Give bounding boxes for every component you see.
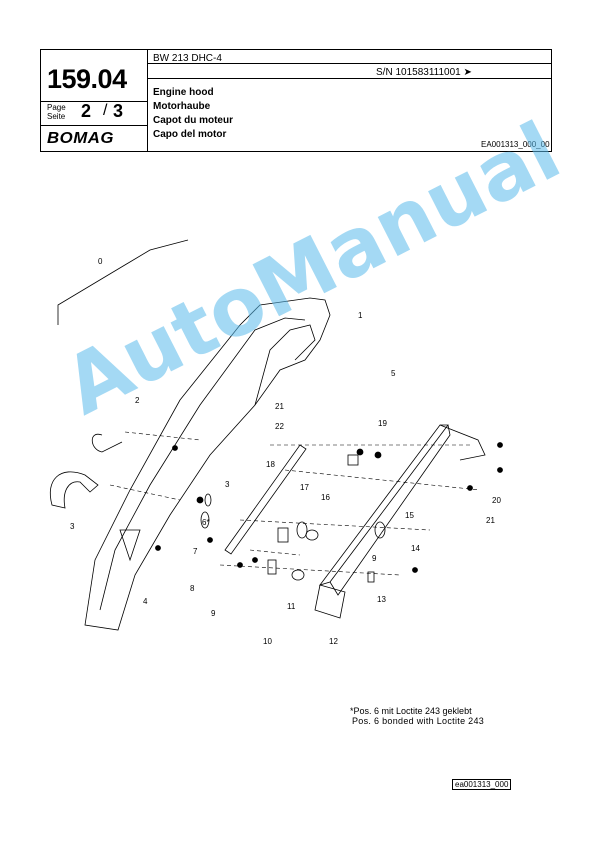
callout-18: 18 [266,460,275,469]
serial-number: S/N 101583111001 ➤ [376,67,472,78]
callout-16: 16 [321,493,330,502]
callout-9b: 9 [372,554,377,563]
bomag-logo: BOMAG [47,130,115,147]
callout-3b: 3 [70,522,75,531]
exploded-parts-drawing [50,239,503,631]
callout-4: 4 [143,597,148,606]
drawing-code: EA001313_000_00 [481,140,550,149]
page-label: Page Seite [47,103,66,121]
title-de: Motorhaube [153,101,211,112]
header-rule [41,101,147,102]
header-box: 159.04 Page Seite 2 / 3 BOMAG BW 213 DHC… [40,49,552,152]
leader-line [57,239,189,325]
header-rule [147,63,552,64]
callout-19: 19 [378,419,387,428]
callout-14: 14 [411,544,420,553]
reference-code: ea001313_000 [452,779,512,790]
callout-12: 12 [329,637,338,646]
callout-8: 8 [190,584,195,593]
handle-3 [50,471,99,509]
callout-9: 9 [211,609,216,618]
callout-1: 1 [358,311,363,320]
gas-strut [224,444,307,555]
callout-2: 2 [135,396,140,405]
page-number: 159.04 [47,64,127,94]
callout-11: 11 [287,602,296,611]
page-current: 2 [81,101,92,121]
header-divider [147,50,148,151]
rail [318,424,449,586]
page-separator: / [103,102,108,119]
callout-21: 21 [486,516,495,525]
loctite-note-de: *Pos. 6 mit Loctite 243 geklebt [350,706,472,716]
callout-7: 7 [193,547,198,556]
callout-15: 15 [405,511,414,520]
loctite-note-en: Pos. 6 bonded with Loctite 243 [352,716,485,726]
header-rule [41,125,147,126]
header-rule [147,78,552,79]
callout-13: 13 [377,595,386,604]
hood-panel [84,297,331,631]
callout-10: 10 [263,637,272,646]
hood-edge [99,317,306,611]
page-total: 3 [113,101,124,121]
callout-20: 20 [492,496,501,505]
callout-22: 22 [275,422,284,431]
title-es: Capo del motor [153,129,227,140]
page-label-en: Page [47,103,66,112]
callout-17: 17 [300,483,309,492]
callout-6: 6* [202,518,210,527]
bracket [314,584,346,619]
callout-5: 5 [391,369,396,378]
title-en: Engine hood [153,87,214,98]
title-fr: Capot du moteur [153,115,233,126]
callout-21b: 21 [275,402,284,411]
model-name: BW 213 DHC-4 [153,53,222,64]
callout-3: 3 [225,480,230,489]
handle-2 [91,433,123,453]
page-label-de: Seite [47,112,66,121]
callout-0: 0 [98,257,103,266]
